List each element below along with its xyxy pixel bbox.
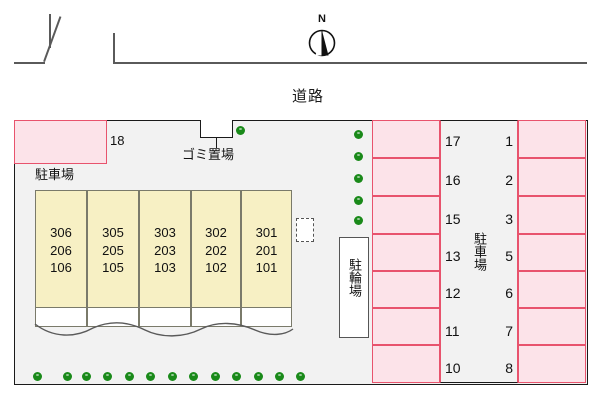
building-balcony: [241, 308, 292, 327]
unit-number: 102: [205, 260, 227, 276]
parking-number-2[interactable]: 2: [505, 172, 513, 188]
tree-icon: [211, 372, 220, 381]
bicycle-parking-area[interactable]: [339, 237, 369, 338]
building-unit-column: [191, 190, 241, 308]
tree-icon: [189, 372, 198, 381]
parking-stall[interactable]: [372, 271, 440, 308]
building-unit-column: [87, 190, 139, 308]
unit-number: 202: [205, 242, 227, 258]
tree-icon: [296, 372, 305, 381]
tree-icon-trash-corner: [236, 126, 245, 135]
tree-icon: [82, 372, 91, 381]
building-unit-column: [139, 190, 191, 308]
road-edge-left-horizontal: [14, 62, 45, 64]
trash-enclosure-divider: [216, 138, 217, 148]
parking-number-5[interactable]: 5: [505, 248, 513, 264]
tree-icon: [33, 372, 42, 381]
unit-numbers-col-3: 303 203 103: [139, 224, 191, 277]
parking-number-8[interactable]: 8: [505, 360, 513, 376]
parking-stall-18[interactable]: [14, 120, 107, 164]
road-edge-diagonal: [43, 16, 62, 62]
parking-number-1[interactable]: 1: [505, 133, 513, 149]
trash-area-label: ゴミ置場: [182, 147, 235, 162]
parking-number-13[interactable]: 13: [445, 248, 461, 264]
tree-icon: [103, 372, 112, 381]
parking-number-3[interactable]: 3: [505, 211, 513, 227]
unit-number: 203: [154, 242, 176, 258]
unit-number: 302: [205, 225, 227, 240]
building-bottom-wave: [34, 322, 294, 337]
road-label: 道路: [292, 88, 325, 105]
parking-lane-center: [440, 120, 518, 383]
parking-stall[interactable]: [372, 234, 440, 271]
parking-stall[interactable]: [518, 196, 586, 234]
tree-icon: [232, 372, 241, 381]
unit-numbers-col-2: 305 205 105: [87, 224, 139, 277]
unit-number: 306: [50, 225, 72, 240]
tree-icon: [275, 372, 284, 381]
unit-number: 205: [102, 242, 124, 258]
parking-number-15[interactable]: 15: [445, 211, 461, 227]
parking-stall-18-label: 18: [110, 133, 125, 148]
parking-number-12[interactable]: 12: [445, 285, 461, 301]
unit-numbers-col-5: 301 201 101: [241, 224, 292, 277]
tree-icon: [125, 372, 134, 381]
building-unit-column: [35, 190, 87, 308]
unit-number: 106: [50, 260, 72, 276]
tree-icon: [354, 196, 363, 205]
tree-icon: [168, 372, 177, 381]
parking-stall[interactable]: [372, 308, 440, 345]
parking-number-16[interactable]: 16: [445, 172, 461, 188]
unit-number: 103: [154, 260, 176, 276]
tree-icon: [146, 372, 155, 381]
parking-stall[interactable]: [518, 308, 586, 345]
parking-stall[interactable]: [372, 158, 440, 196]
unit-number: 201: [255, 242, 278, 258]
road-edge-left-vertical: [49, 14, 51, 48]
parking-number-7[interactable]: 7: [505, 323, 513, 339]
unit-number: 101: [255, 260, 278, 276]
road-edge-center-vertical: [113, 33, 115, 63]
road-edge-center-horizontal: [113, 62, 587, 64]
tree-icon: [63, 372, 72, 381]
building-unit-column: [241, 190, 292, 308]
compass-north-label: N: [318, 13, 326, 25]
parking-stall[interactable]: [372, 120, 440, 158]
parking-number-10[interactable]: 10: [445, 360, 461, 376]
tree-icon: [354, 174, 363, 183]
parking-center-label: 駐車場: [472, 232, 488, 271]
tree-icon: [354, 130, 363, 139]
dashed-marker-box: [296, 218, 314, 242]
building-balcony: [35, 308, 87, 327]
tree-icon: [354, 152, 363, 161]
bicycle-parking-label: 駐輪場: [347, 258, 363, 297]
compass-rose: N: [306, 13, 338, 57]
tree-icon: [254, 372, 263, 381]
parking-stall[interactable]: [518, 234, 586, 271]
parking-number-6[interactable]: 6: [505, 285, 513, 301]
unit-number: 206: [50, 242, 72, 258]
unit-number: 301: [255, 225, 278, 240]
unit-numbers-col-1: 306 206 106: [35, 224, 87, 277]
compass-icon: [308, 29, 336, 57]
unit-number: 303: [154, 225, 176, 240]
parking-stall[interactable]: [518, 158, 586, 196]
unit-numbers-col-4: 302 202 102: [191, 224, 241, 277]
parking-stall[interactable]: [518, 120, 586, 158]
building-balcony: [87, 308, 139, 327]
parking-stall[interactable]: [518, 271, 586, 308]
trash-enclosure: [200, 120, 233, 138]
parking-stall[interactable]: [372, 345, 440, 383]
tree-icon: [354, 216, 363, 225]
building-balcony: [191, 308, 241, 327]
unit-number: 305: [102, 225, 124, 240]
parking-left-label: 駐車場: [35, 167, 75, 182]
building-balcony: [139, 308, 191, 327]
parking-number-17[interactable]: 17: [445, 133, 461, 149]
parking-number-11[interactable]: 11: [445, 323, 460, 339]
parking-stall[interactable]: [372, 196, 440, 234]
parking-stall[interactable]: [518, 345, 586, 383]
unit-number: 105: [102, 260, 124, 276]
